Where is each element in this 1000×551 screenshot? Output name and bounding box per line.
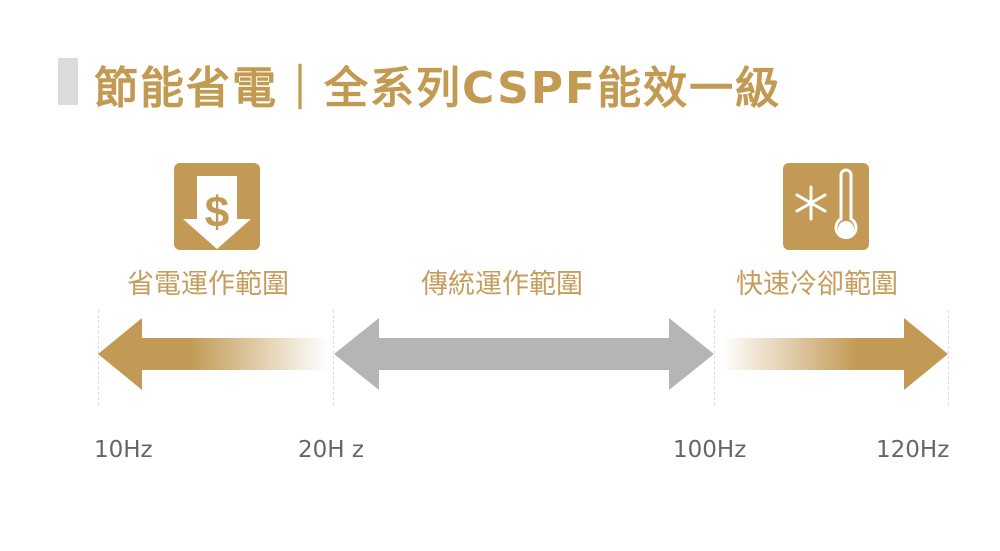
- freq-label-20hz: 20H z: [298, 437, 364, 463]
- divider-line: [948, 310, 949, 405]
- snowflake-thermometer-icon: [783, 163, 869, 250]
- freq-label-120hz: 120Hz: [876, 437, 950, 463]
- freq-label-100hz: 100Hz: [673, 437, 747, 463]
- dollar-down-arrow-icon: $: [174, 163, 260, 250]
- range-label-fast-cooling: 快速冷卻範圍: [736, 269, 898, 300]
- double-arrow: [334, 318, 714, 390]
- left-arrow: [98, 318, 328, 390]
- range-label-power-saving: 省電運作範圍: [127, 269, 289, 300]
- range-label-conventional: 傳統運作範圍: [421, 269, 583, 300]
- freq-label-10hz: 10Hz: [94, 437, 153, 463]
- svg-text:$: $: [205, 188, 229, 237]
- title-accent-bar: [58, 58, 78, 105]
- divider-line: [333, 310, 334, 405]
- divider-line: [98, 310, 99, 405]
- right-arrow: [722, 318, 948, 390]
- divider-line: [714, 310, 715, 405]
- page-title: 節能省電｜全系列CSPF能效一級: [94, 63, 782, 114]
